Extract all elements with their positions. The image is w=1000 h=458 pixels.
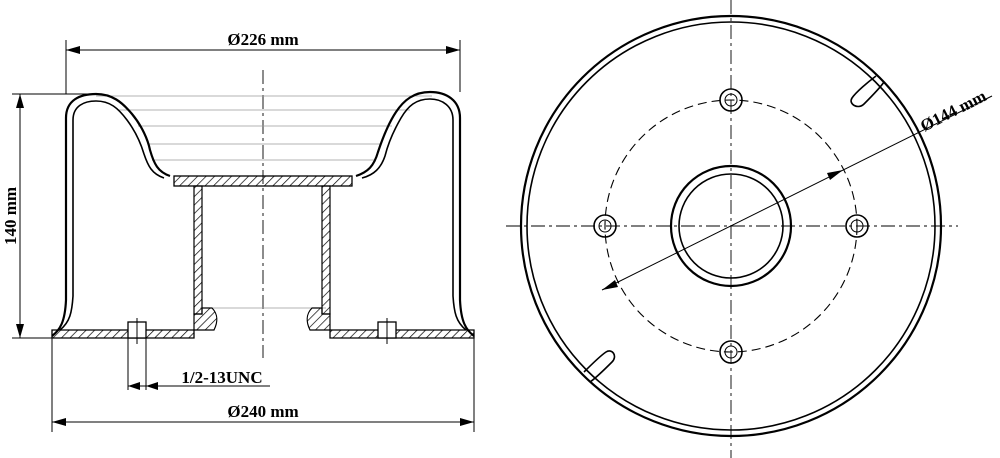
base-plate-right-hatch bbox=[329, 329, 475, 339]
thread-callout: 1/2-13UNC bbox=[128, 368, 270, 390]
top-plate-hatch bbox=[173, 175, 353, 187]
shell-outer-right bbox=[355, 90, 475, 337]
inner-hidden-lines bbox=[96, 95, 432, 309]
top-diameter-dimension: Ø226 mm bbox=[65, 30, 461, 94]
tube-left-wall bbox=[193, 185, 203, 315]
shell-inner-right bbox=[361, 98, 467, 331]
drain-slot-top-right bbox=[850, 75, 885, 108]
base-plate-left-hatch bbox=[51, 329, 195, 339]
drain-slot-bottom-left bbox=[583, 350, 616, 383]
section-view: Ø226 mm 140 mm 1/2-13UNC Ø240 mm bbox=[1, 30, 475, 432]
thread-label: 1/2-13UNC bbox=[181, 368, 262, 387]
outer-rim bbox=[519, 14, 943, 438]
center-tube-inner bbox=[678, 173, 784, 279]
tube-right-wall bbox=[321, 185, 331, 315]
bolt-hole-top bbox=[719, 88, 743, 112]
shell-inner-left bbox=[59, 100, 165, 331]
bolt-hole-bottom bbox=[719, 340, 743, 364]
tube-left-flare bbox=[193, 307, 218, 331]
bottom-diameter-label: Ø240 mm bbox=[227, 402, 298, 421]
bolt-circle-label: Ø144 mm bbox=[917, 86, 989, 135]
height-label: 140 mm bbox=[1, 187, 20, 245]
bolt-hole-right bbox=[845, 214, 869, 238]
center-tube-outer bbox=[669, 164, 793, 288]
bolt-hole-left bbox=[593, 214, 617, 238]
bolt-circle bbox=[604, 99, 858, 353]
tube-right-flare bbox=[306, 307, 331, 331]
bottom-diameter-dimension: Ø240 mm bbox=[51, 338, 475, 432]
plan-view: Ø144 mm bbox=[506, 0, 993, 458]
height-dimension: 140 mm bbox=[1, 93, 96, 339]
outer-rim-inner bbox=[526, 21, 936, 431]
shell-outer-left bbox=[51, 92, 171, 337]
bolt-circle-dimension: Ø144 mm bbox=[601, 86, 993, 291]
top-diameter-label: Ø226 mm bbox=[227, 30, 298, 49]
